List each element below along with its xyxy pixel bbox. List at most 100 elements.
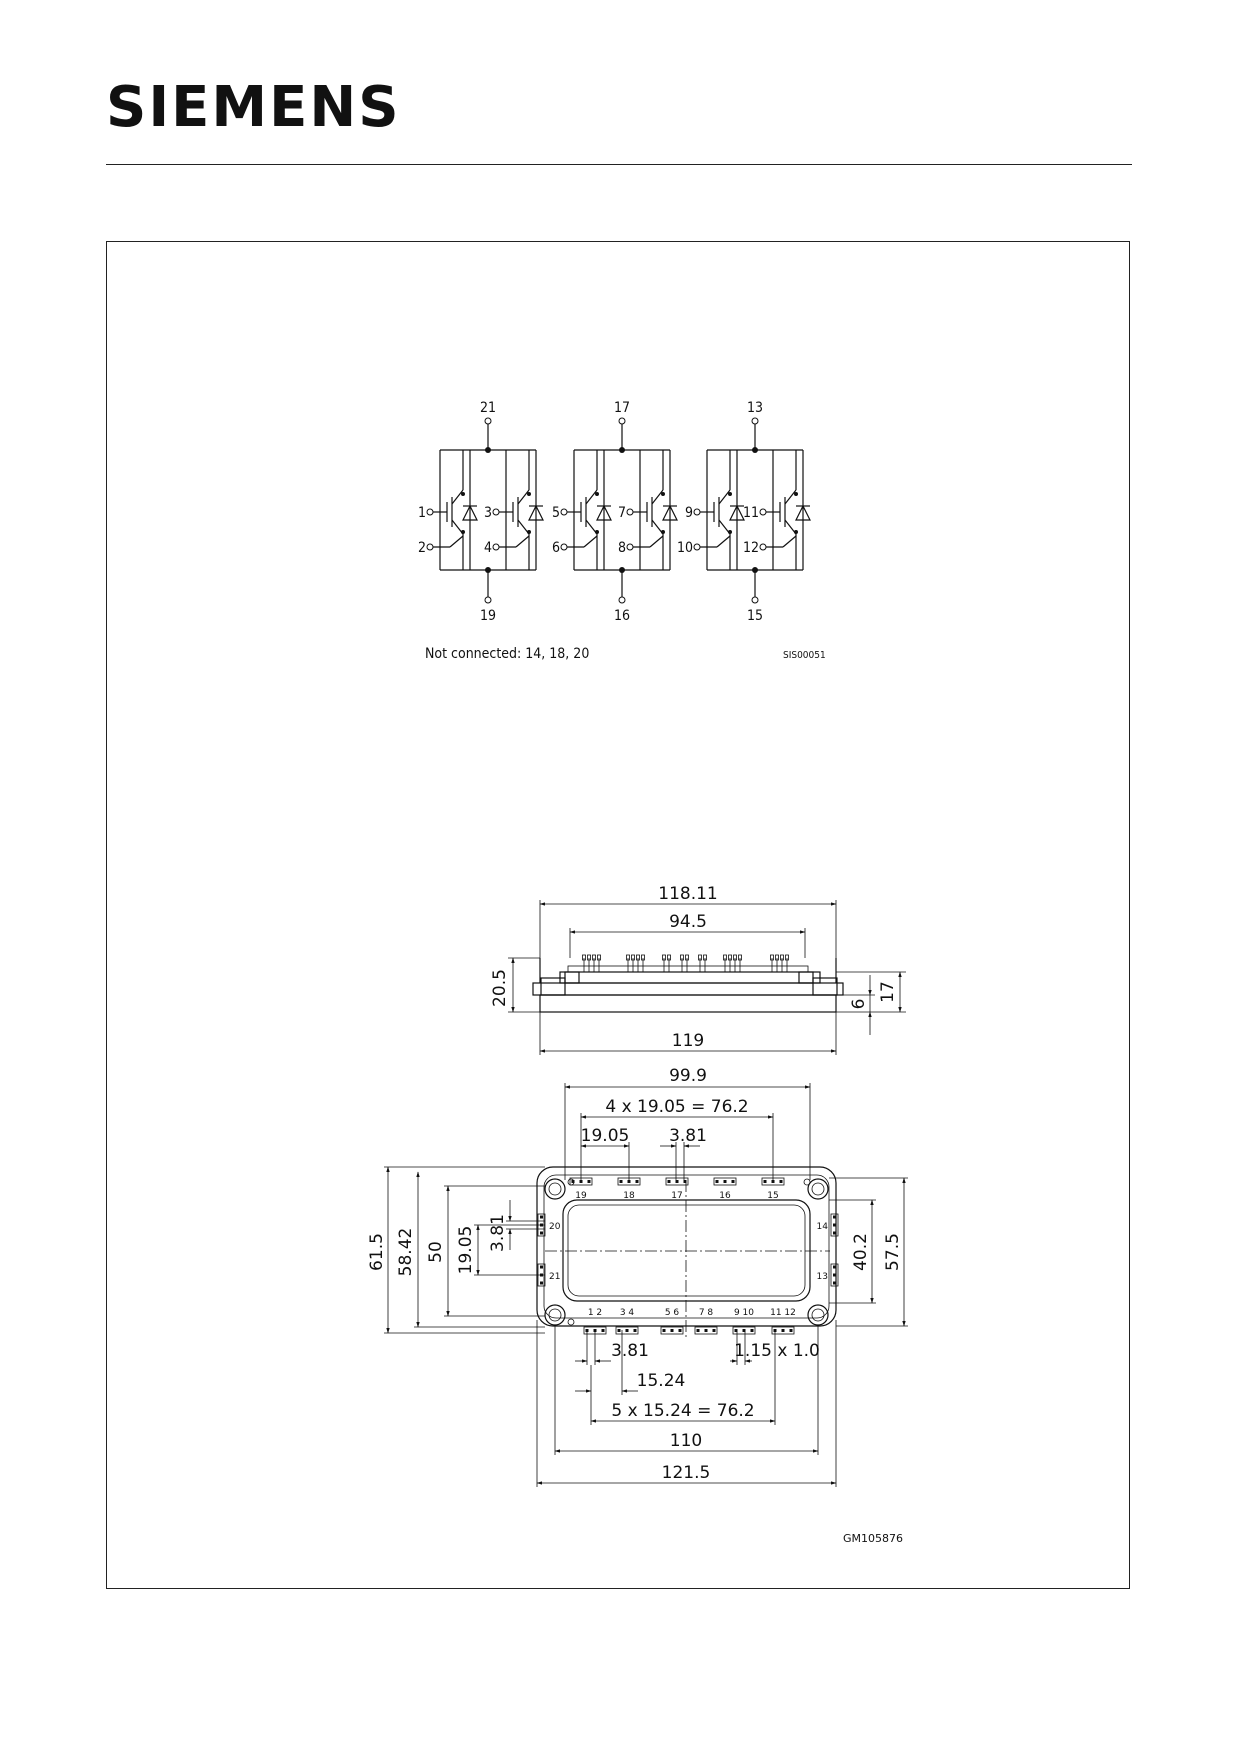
igbt-switch: 34 (484, 450, 544, 570)
bottom-pin-label: 3 4 (620, 1308, 635, 1318)
dim-top-pitch-total: 4 x 19.05 = 76.2 (605, 1097, 748, 1117)
top-pin-label: 16 (719, 1191, 731, 1201)
pin (763, 1180, 767, 1183)
pin-tip (582, 954, 586, 961)
pin-tip (738, 954, 742, 961)
right-pin-label: 13 (817, 1272, 828, 1282)
pin-block (771, 1326, 795, 1335)
pin (625, 1329, 629, 1332)
bottom-terminal-label: 19 (480, 608, 496, 624)
pin-tip (636, 954, 640, 961)
dim-outer-height: 61.5 (367, 1233, 387, 1271)
pin (833, 1215, 836, 1219)
dim-left-pitch: 19.05 (456, 1226, 476, 1275)
pin (779, 1180, 783, 1183)
pin-tip (728, 954, 732, 961)
siemens-logo: SIEMENS (106, 75, 401, 140)
emitter-terminal-label: 6 (552, 540, 560, 556)
dim-total-width: 121.5 (662, 1463, 711, 1483)
igbt-switch: 910 (677, 450, 745, 570)
pin (833, 1231, 836, 1235)
pin (683, 1180, 687, 1183)
emitter-terminal-label: 4 (484, 540, 492, 556)
dim-right-outer: 57.5 (883, 1233, 903, 1271)
dim-top-pin-spacing: 3.81 (669, 1126, 707, 1146)
dim-body-height: 50 (426, 1241, 446, 1263)
pin (662, 1329, 666, 1332)
dim-right-inner: 40.2 (851, 1233, 871, 1271)
pin-tip (597, 954, 601, 961)
pin (587, 1180, 591, 1183)
top-pin-label: 17 (671, 1191, 682, 1201)
top-pin-label: 18 (623, 1191, 635, 1201)
dim-bottom-pitch: 15.24 (637, 1371, 686, 1391)
pin-tip (780, 954, 784, 961)
pin (833, 1223, 836, 1227)
igbt-switch: 11 12 (743, 450, 811, 570)
dim-base: 6 (849, 999, 869, 1010)
bottom-pin-label: 9 10 (734, 1308, 754, 1318)
bottom-terminal-label: 15 (747, 608, 763, 624)
header-rule (106, 164, 1132, 165)
pin-tip (785, 954, 789, 961)
dim-bottom-pin-spacing: 3.81 (611, 1341, 649, 1361)
pin (734, 1329, 738, 1332)
dim-height: 20.5 (490, 969, 510, 1007)
dim-hole-span: 110 (670, 1431, 702, 1451)
side-view-drawing (532, 954, 844, 1013)
pin (675, 1180, 679, 1183)
pin (789, 1329, 793, 1332)
bottom-pin-label: 7 8 (699, 1308, 714, 1318)
dim-inner-pin-span: 94.5 (669, 912, 707, 932)
pin (619, 1180, 623, 1183)
gate-terminal-label: 3 (484, 505, 492, 521)
pin-tip (641, 954, 645, 961)
pin (742, 1329, 746, 1332)
dim-length: 119 (672, 1031, 704, 1051)
emitter-terminal-label: 12 (743, 540, 759, 556)
gate-terminal-label: 5 (552, 505, 560, 521)
left-pin-label: 20 (549, 1222, 561, 1232)
not-connected-note: Not connected: 14, 18, 20 (425, 646, 589, 662)
pin-tip (680, 954, 684, 961)
pin (633, 1329, 637, 1332)
figure-frame (106, 241, 1130, 1589)
dim-hole-height: 58.42 (396, 1228, 416, 1277)
pin (667, 1180, 671, 1183)
dim-left-pin-spacing: 3.81 (488, 1214, 508, 1252)
pin-tip (667, 954, 671, 961)
pin-tip (662, 954, 666, 961)
pin-block (660, 1326, 684, 1335)
gate-terminal-label: 9 (685, 505, 693, 521)
top-terminal-label: 13 (747, 400, 763, 416)
pin-tip (733, 954, 737, 961)
pin-tip (592, 954, 596, 961)
gate-terminal-label: 11 (743, 505, 759, 521)
pin (617, 1329, 621, 1332)
bottom-pin-label: 11 12 (770, 1308, 796, 1318)
top-pin-label: 15 (767, 1191, 778, 1201)
bottom-pin-label: 1 2 (588, 1308, 602, 1318)
gate-terminal-label: 7 (618, 505, 626, 521)
top-terminal-label: 17 (614, 400, 630, 416)
bottom-pin-label: 5 6 (665, 1308, 680, 1318)
pin-tip (626, 954, 630, 961)
pin-block (732, 1326, 756, 1335)
schematic-figure-id: SIS00051 (783, 650, 826, 661)
right-pin-label: 14 (817, 1222, 829, 1232)
dim-bottom-pitch-total: 5 x 15.24 = 76.2 (611, 1401, 754, 1421)
pin (571, 1180, 575, 1183)
pin (704, 1329, 708, 1332)
pin (771, 1180, 775, 1183)
pin-block (713, 1177, 737, 1186)
top-pin-label: 19 (575, 1191, 587, 1201)
dim-top-pitch: 19.05 (581, 1126, 630, 1146)
pin (833, 1273, 836, 1277)
left-pin-label: 21 (549, 1272, 560, 1282)
pin (540, 1281, 543, 1285)
pin (579, 1180, 583, 1183)
pin-tip (723, 954, 727, 961)
